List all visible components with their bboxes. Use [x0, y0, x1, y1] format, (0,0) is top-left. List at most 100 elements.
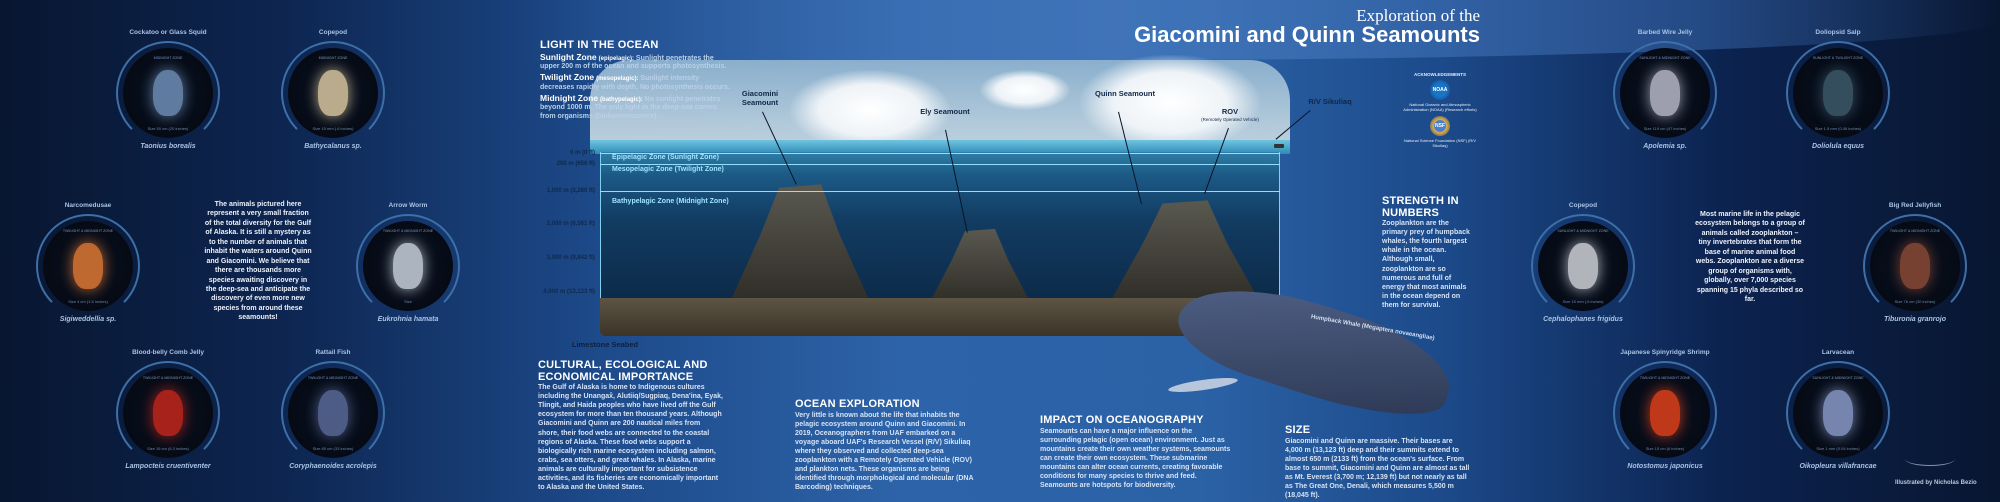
creature-zone: TWILIGHT & MIDNIGHT ZONE: [307, 376, 359, 380]
creature-photo: SUNLIGHT & MIDNIGHT ZONE Size 15 mm (.6 …: [1538, 221, 1628, 311]
creature-zone: SUNLIGHT & TWILIGHT ZONE: [1812, 56, 1864, 60]
zone-line: [600, 164, 1280, 165]
creature-size: Size: [404, 299, 412, 304]
arrow-ring: [1863, 214, 1967, 318]
creature-common-name: Copepod: [1568, 202, 1598, 209]
creature-size: Size 16 cm (6.3 inches): [147, 446, 189, 451]
creature-common-name: Narcomedusae: [64, 202, 112, 209]
size-heading: SIZE: [1285, 424, 1311, 436]
depth-label: 2,000 m (6,561 ft): [546, 221, 595, 227]
whale-flipper: [1167, 375, 1239, 395]
creature-size: Size 1.5 mm (0.06 inches): [1814, 126, 1862, 131]
creature-zone: SUNLIGHT & MIDNIGHT ZONE: [1812, 376, 1864, 380]
impact-heading: IMPACT ON OCEANOGRAPHY: [1040, 414, 1204, 426]
creature-common-name: Japanese Spinyridge Shrimp: [1620, 349, 1710, 356]
depth-label: 1,000 m (3,280 ft): [546, 188, 595, 194]
creature-zone: TWILIGHT & MIDNIGHT ZONE: [1639, 376, 1691, 380]
creature-scientific-name: Bathycalanus sp.: [304, 143, 362, 150]
cloud: [790, 70, 950, 150]
creature-photo: MIDNIGHT ZONE Size 50 cm (20 inches): [123, 48, 213, 138]
size-text: Giacomini and Quinn are massive. Their b…: [1285, 437, 1470, 500]
creature-scientific-name: Tiburonia granrojo: [1883, 316, 1947, 323]
zone-mesopelagic: Mesopelagic Zone (Twilight Zone): [612, 166, 724, 173]
creature-common-name: Blood-belly Comb Jelly: [132, 349, 204, 356]
creature-scientific-name: Oikopleura villafrancae: [1799, 463, 1877, 470]
creature-size: Size 76 cm (30 inches): [1894, 299, 1936, 304]
creature-illustration: [1568, 243, 1598, 289]
creature-illustration: [1650, 70, 1680, 116]
acknowledgements: ACKNOWLEDGEMENTS NOAA National Oceanic a…: [1400, 72, 1480, 149]
creature-zone: TWILIGHT & MIDNIGHT ZONE: [382, 229, 434, 233]
depth-label: 3,000 m (9,842 ft): [546, 255, 595, 261]
creature-photo: MIDNIGHT ZONE Size 15 mm (.6 inches): [288, 48, 378, 138]
creature-zone: MIDNIGHT ZONE: [153, 56, 183, 60]
quinn-label: Quinn Seamount: [1095, 89, 1155, 98]
arrow-ring: [356, 214, 460, 318]
ack-nsf: National Science Foundation (NSF) (R/V S…: [1403, 137, 1477, 148]
ely-label: Ely Seamount: [920, 107, 970, 116]
rov-title: ROV: [1221, 107, 1239, 116]
creature-common-name: Rattail Fish: [315, 349, 351, 356]
creature-size: Size 4 cm (1.6 inches): [68, 299, 108, 304]
light-heading: LIGHT IN THE OCEAN: [540, 39, 659, 51]
creature-zone: TWILIGHT & MIDNIGHT ZONE: [1889, 229, 1941, 233]
creature-size: Size 15 cm (6 inches): [1645, 446, 1685, 451]
nsf-logo: NSF: [1430, 115, 1450, 136]
rov-subtitle: (Remotely Operated Vehicle): [1201, 116, 1259, 122]
creature-illustration: [153, 390, 183, 436]
arrow-ring: [1613, 41, 1717, 145]
creature-card: Rattail Fish TWILIGHT & MIDNIGHT ZONE Si…: [273, 345, 393, 495]
creature-scientific-name: Taonius borealis: [140, 143, 196, 150]
zone-sci: (mesopelagic):: [596, 76, 639, 83]
creature-card: Big Red Jellyfish TWILIGHT & MIDNIGHT ZO…: [1855, 198, 1975, 348]
limestone-seabed: [600, 298, 1280, 336]
creature-illustration: [1823, 70, 1853, 116]
depth-label: 4,000 m (13,123 ft): [543, 289, 595, 295]
midnight-zone-entry: Midnight Zone (bathypelagic): No sunligh…: [540, 93, 730, 122]
creature-scientific-name: Sigiweddellia sp.: [59, 316, 117, 323]
creature-common-name: Cockatoo or Glass Squid: [129, 29, 207, 36]
rov-label: ROV(Remotely Operated Vehicle): [1190, 107, 1270, 122]
impact-section: IMPACT ON OCEANOGRAPHY Seamounts can hav…: [1040, 414, 1235, 490]
depth-label: 0 m (0 ft): [569, 150, 595, 156]
creature-photo: TWILIGHT & MIDNIGHT ZONE Size 16 cm (6.3…: [123, 368, 213, 458]
ack-noaa: National Oceanic and Atmospheric Adminis…: [1403, 102, 1477, 113]
seabed-label: Limestone Seabed: [571, 340, 639, 349]
creature-photo: SUNLIGHT & MIDNIGHT ZONE Size 1 mm (0.04…: [1793, 368, 1883, 458]
creature-card: Japanese Spinyridge Shrimp TWILIGHT & MI…: [1605, 345, 1725, 495]
creature-card: Larvacean SUNLIGHT & MIDNIGHT ZONE Size …: [1778, 345, 1898, 495]
creature-illustration: [318, 390, 348, 436]
zone-name: Sunlight Zone: [540, 51, 597, 62]
creature-scientific-name: Coryphaenoides acrolepis: [289, 463, 377, 470]
zone-bathypelagic: Bathypelagic Zone (Midnight Zone): [612, 198, 729, 205]
ship-icon: [1274, 144, 1284, 148]
creature-common-name: Arrow Worm: [388, 202, 428, 209]
exploration-heading: OCEAN EXPLORATION: [795, 398, 920, 410]
zone-text: No sunlight penetrates beyond 1000 m. Th…: [540, 95, 721, 121]
creature-illustration: [1900, 243, 1930, 289]
creature-zone: SUNLIGHT & MIDNIGHT ZONE: [1557, 229, 1609, 233]
creature-scientific-name: Lampocteis cruentiventer: [125, 463, 211, 470]
creature-illustration: [318, 70, 348, 116]
creature-size: Size 1 mm (0.04 inches): [1816, 446, 1860, 451]
cultural-text: The Gulf of Alaska is home to Indigenous…: [538, 384, 723, 492]
creature-photo: SUNLIGHT & MIDNIGHT ZONE Size 119 cm (47…: [1620, 48, 1710, 138]
zone-text: Sunlight penetrates the upper 200 m of t…: [540, 54, 727, 71]
right-blurb: Most marine life in the pelagic ecosyste…: [1695, 211, 1805, 303]
creature-card: Doliopsid Salp SUNLIGHT & TWILIGHT ZONE …: [1778, 25, 1898, 175]
strength-section: STRENGTH IN NUMBERS Zooplankton are the …: [1382, 195, 1472, 310]
creature-card: Cockatoo or Glass Squid MIDNIGHT ZONE Si…: [108, 25, 228, 175]
creature-common-name: Doliopsid Salp: [1815, 29, 1861, 36]
strength-text: Zooplankton are the primary prey of hump…: [1382, 220, 1470, 309]
light-section: LIGHT IN THE OCEAN Sunlight Zone (epipel…: [540, 39, 730, 122]
creature-scientific-name: Eukrohnia hamata: [377, 316, 439, 323]
creature-photo: TWILIGHT & MIDNIGHT ZONE Size: [363, 221, 453, 311]
depth-label: 200 m (656 ft): [556, 161, 595, 167]
cloud: [980, 70, 1070, 110]
creature-card: Barbed Wire Jelly SUNLIGHT & MIDNIGHT ZO…: [1605, 25, 1725, 175]
sea-surface: [590, 140, 1290, 154]
creature-photo: TWILIGHT & MIDNIGHT ZONE Size 15 cm (6 i…: [1620, 368, 1710, 458]
arrow-ring: [116, 41, 220, 145]
twilight-zone-entry: Twilight Zone (mesopelagic): Sunlight in…: [540, 72, 730, 93]
creature-common-name: Larvacean: [1821, 349, 1855, 356]
